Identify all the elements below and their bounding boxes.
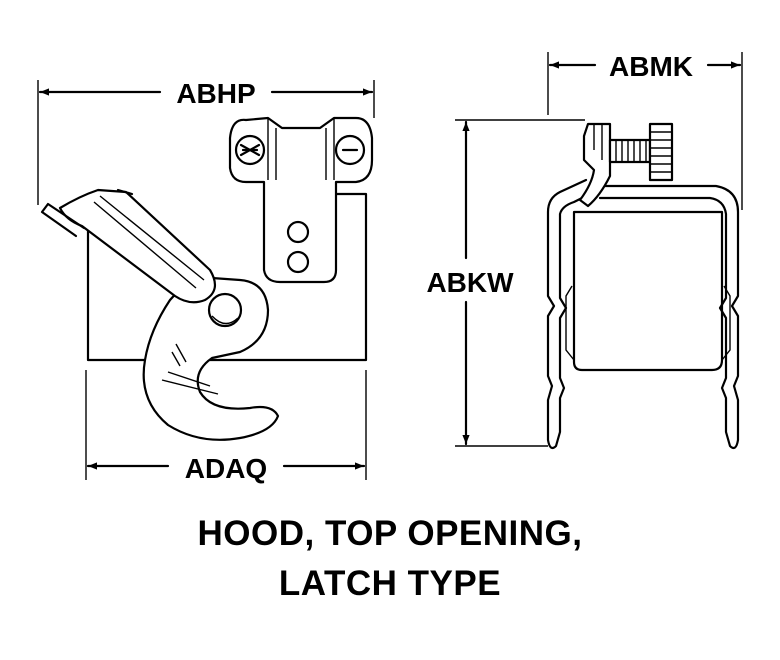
thumb-nut — [648, 122, 674, 182]
latch-hook — [142, 276, 280, 441]
latch-side-view — [40, 116, 374, 441]
dimension-abmk: ABMK — [547, 51, 743, 210]
dimension-abhp: ABHP — [37, 78, 375, 205]
caption-line-2: LATCH TYPE — [278, 564, 502, 603]
dimension-label-abmk: ABMK — [609, 51, 693, 82]
bracket-right-leg — [598, 184, 740, 450]
dimension-adaq: ADAQ — [85, 370, 367, 484]
latch-front-view — [546, 122, 740, 450]
keeper-hole-upper — [286, 220, 310, 244]
front-hook — [578, 122, 612, 208]
caption-line-1: HOOD, TOP OPENING, — [197, 514, 583, 553]
dimension-label-abkw: ABKW — [426, 267, 514, 298]
dimension-label-adaq: ADAQ — [185, 453, 267, 484]
dimension-label-abhp: ABHP — [176, 78, 255, 109]
keeper-hole-lower — [286, 250, 310, 274]
dimension-abkw: ABKW — [426, 119, 585, 447]
keeper-plate — [228, 116, 374, 284]
pivot-pin — [207, 292, 243, 328]
bracket-plate — [572, 210, 724, 372]
bracket-left-leg — [546, 178, 588, 450]
